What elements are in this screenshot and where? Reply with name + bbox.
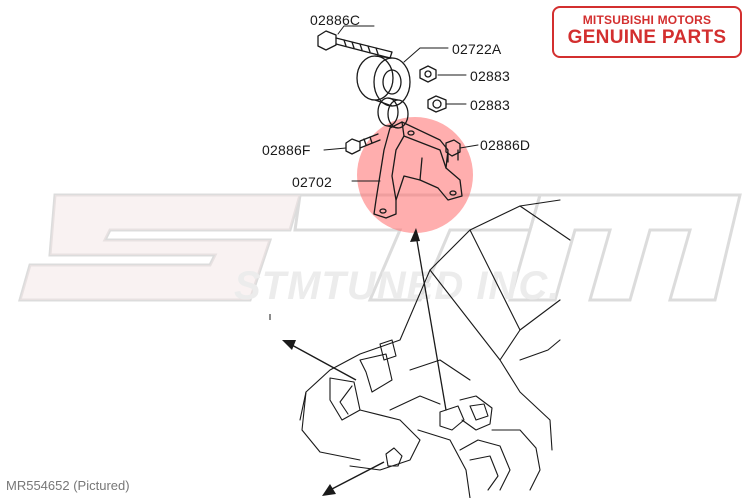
arrow-head-up [410, 228, 420, 242]
part-number-caption: MR554652 (Pictured) [6, 478, 130, 493]
callout-02722a: 02722A [452, 41, 502, 57]
bolt-02886c [317, 30, 393, 59]
pointer-arrow [415, 234, 447, 411]
genuine-parts-badge: MITSUBISHI MOTORS GENUINE PARTS [552, 6, 742, 58]
bracket-02702 [373, 121, 463, 219]
arrow-head-left [282, 340, 296, 350]
badge-title: GENUINE PARTS [567, 27, 727, 48]
badge-brand: MITSUBISHI MOTORS [582, 13, 712, 27]
outgoing-arrows [289, 343, 385, 491]
callout-02886f: 02886F [262, 142, 311, 158]
callout-02883-lower: 02883 [470, 97, 510, 113]
callout-02883-upper: 02883 [470, 68, 510, 84]
bolt-02886f [345, 133, 381, 155]
callout-02702: 02702 [292, 174, 332, 190]
callout-02886c: 02886C [310, 12, 361, 28]
highlight-circle [357, 117, 473, 233]
arrow-head-down [322, 484, 336, 496]
engine-bay-outline [299, 199, 571, 498]
callout-02886d: 02886D [480, 137, 531, 153]
nut-02883-upper [419, 65, 437, 83]
leader-lines [323, 25, 479, 182]
bushing-02722a [356, 55, 411, 107]
nut-02883-lower [427, 95, 447, 113]
